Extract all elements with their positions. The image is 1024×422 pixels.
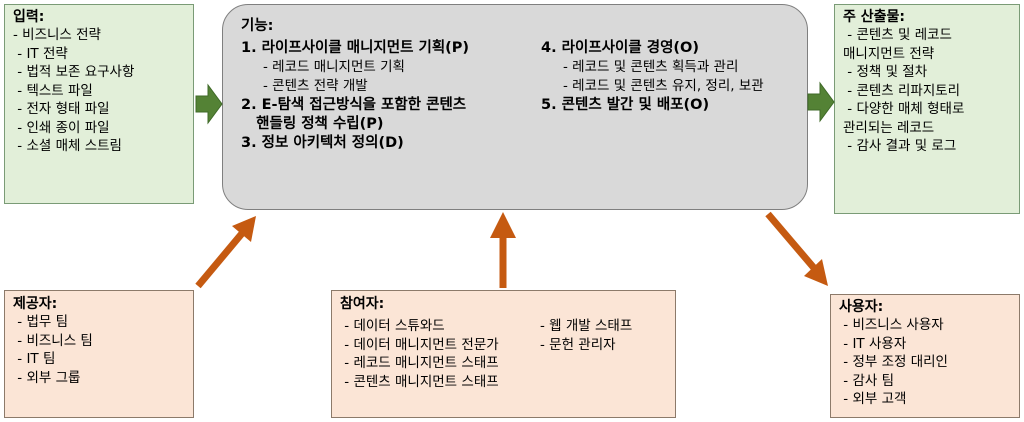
suppliers-list: - 법무 팀 - 비즈니스 팀 - IT 팀 - 외부 그룹 <box>13 313 185 387</box>
participants-box: 참여자: - 데이터 스튜와드 - 데이터 매니지먼트 전문가 - 레코드 매니… <box>331 290 676 418</box>
output-item: - 콘텐츠 및 레코드 <box>843 27 952 43</box>
inputs-box: 입력: - 비즈니스 전략 - IT 전략 - 법적 보존 요구사항 - 텍스트… <box>4 4 194 204</box>
participant-to-functions-arrow <box>490 212 516 288</box>
inputs-list: - 비즈니스 전략 - IT 전략 - 법적 보존 요구사항 - 텍스트 파일 … <box>13 26 185 156</box>
supplier-item: - 법무 팀 <box>13 314 69 330</box>
consumer-item: - 감사 팀 <box>839 372 895 389</box>
participant-item: - 데이터 매니지먼트 전문가 <box>340 336 499 353</box>
output-item: 매니지먼트 전략 <box>843 45 935 62</box>
function-subitem: - 레코드 및 콘텐츠 유지, 정리, 보관 <box>563 78 764 94</box>
supplier-item: - 외부 그룹 <box>13 369 81 386</box>
function-subitem: - 레코드 매니지먼트 기획 <box>263 59 405 75</box>
functions-left-column: 1. 라이프사이클 매니지먼트 기획(P) - 레코드 매니지먼트 기획 - 콘텐츠… <box>241 39 469 153</box>
consumers-title: 사용자: <box>839 299 884 315</box>
output-item: - 콘텐츠 리파지토리 <box>843 82 961 99</box>
input-item: - IT 전략 <box>13 45 68 62</box>
function-heading: 5. 콘텐츠 발간 및 배포(O) <box>541 97 710 113</box>
inputs-title: 입력: <box>13 9 45 25</box>
input-item: - 비즈니스 전략 <box>13 27 101 43</box>
outputs-title: 주 산출물: <box>843 9 905 25</box>
functions-right-column: 4. 라이프사이클 경영(O) - 레코드 및 콘텐츠 획득과 관리 - 레코드 및… <box>541 39 764 115</box>
input-to-functions-arrow <box>195 83 223 125</box>
function-heading: 4. 라이프사이클 경영(O) <box>541 40 699 56</box>
function-heading: 3. 정보 아키텍처 정의(D) <box>241 135 404 151</box>
input-item: - 전자 형태 파일 <box>13 101 110 117</box>
consumers-box: 사용자: - 비즈니스 사용자 - IT 사용자 - 정부 조정 대리인 - 감… <box>830 294 1020 418</box>
input-item: - 텍스트 파일 <box>13 82 93 99</box>
consumers-list: - 비즈니스 사용자 - IT 사용자 - 정부 조정 대리인 - 감사 팀 -… <box>839 316 1011 409</box>
supplier-item: - 비즈니스 팀 <box>13 332 93 349</box>
input-item: - 소셜 매체 스트림 <box>13 138 122 154</box>
functions-box: 기능: 1. 라이프사이클 매니지먼트 기획(P) - 레코드 매니지먼트 기획 -… <box>222 4 808 210</box>
consumer-item: - 비즈니스 사용자 <box>839 317 944 333</box>
function-heading: 1. 라이프사이클 매니지먼트 기획(P) <box>241 40 470 56</box>
output-item: - 감사 결과 및 로그 <box>843 138 957 154</box>
consumer-item: - 외부 고객 <box>839 391 907 407</box>
input-item: - 법적 보존 요구사항 <box>13 64 135 80</box>
participant-item: - 데이터 스튜와드 <box>340 318 445 334</box>
functions-to-output-arrow <box>807 81 835 123</box>
function-heading: 핸들링 정책 수립(P) <box>241 116 384 132</box>
output-item: - 정책 및 절차 <box>843 64 928 80</box>
participant-item: - 콘텐츠 매니지먼트 스태프 <box>340 373 499 390</box>
consumer-item: - 정부 조정 대리인 <box>839 354 948 370</box>
participants-column-2: - 웹 개발 스태프 - 문헌 관리자 <box>540 317 632 354</box>
input-item: - 인쇄 종이 파일 <box>13 119 110 136</box>
function-heading: 2. E-탐색 접근방식을 포함한 콘텐츠 <box>241 97 467 113</box>
participant-item: - 문헌 관리자 <box>540 336 616 353</box>
supplier-item: - IT 팀 <box>13 351 56 367</box>
output-item: - 다양한 매체 형태로 <box>843 101 965 117</box>
participant-item: - 레코드 매니지먼트 스태프 <box>340 355 499 371</box>
functions-to-consumer-arrow <box>765 211 828 286</box>
participants-column-1: - 데이터 스튜와드 - 데이터 매니지먼트 전문가 - 레코드 매니지먼트 스… <box>340 317 499 391</box>
consumer-item: - IT 사용자 <box>839 335 907 352</box>
supplier-to-functions-arrow <box>195 216 256 289</box>
suppliers-box: 제공자: - 법무 팀 - 비즈니스 팀 - IT 팀 - 외부 그룹 <box>4 290 194 418</box>
functions-title: 기능: <box>241 18 274 34</box>
function-subitem: - 레코드 및 콘텐츠 획득과 관리 <box>563 59 739 75</box>
participant-item: - 웹 개발 스태프 <box>540 318 633 334</box>
suppliers-title: 제공자: <box>13 296 58 312</box>
participants-title: 참여자: <box>340 296 385 312</box>
output-item: 관리되는 레코드 <box>843 119 935 136</box>
function-subitem: - 콘텐츠 전략 개발 <box>263 78 368 94</box>
